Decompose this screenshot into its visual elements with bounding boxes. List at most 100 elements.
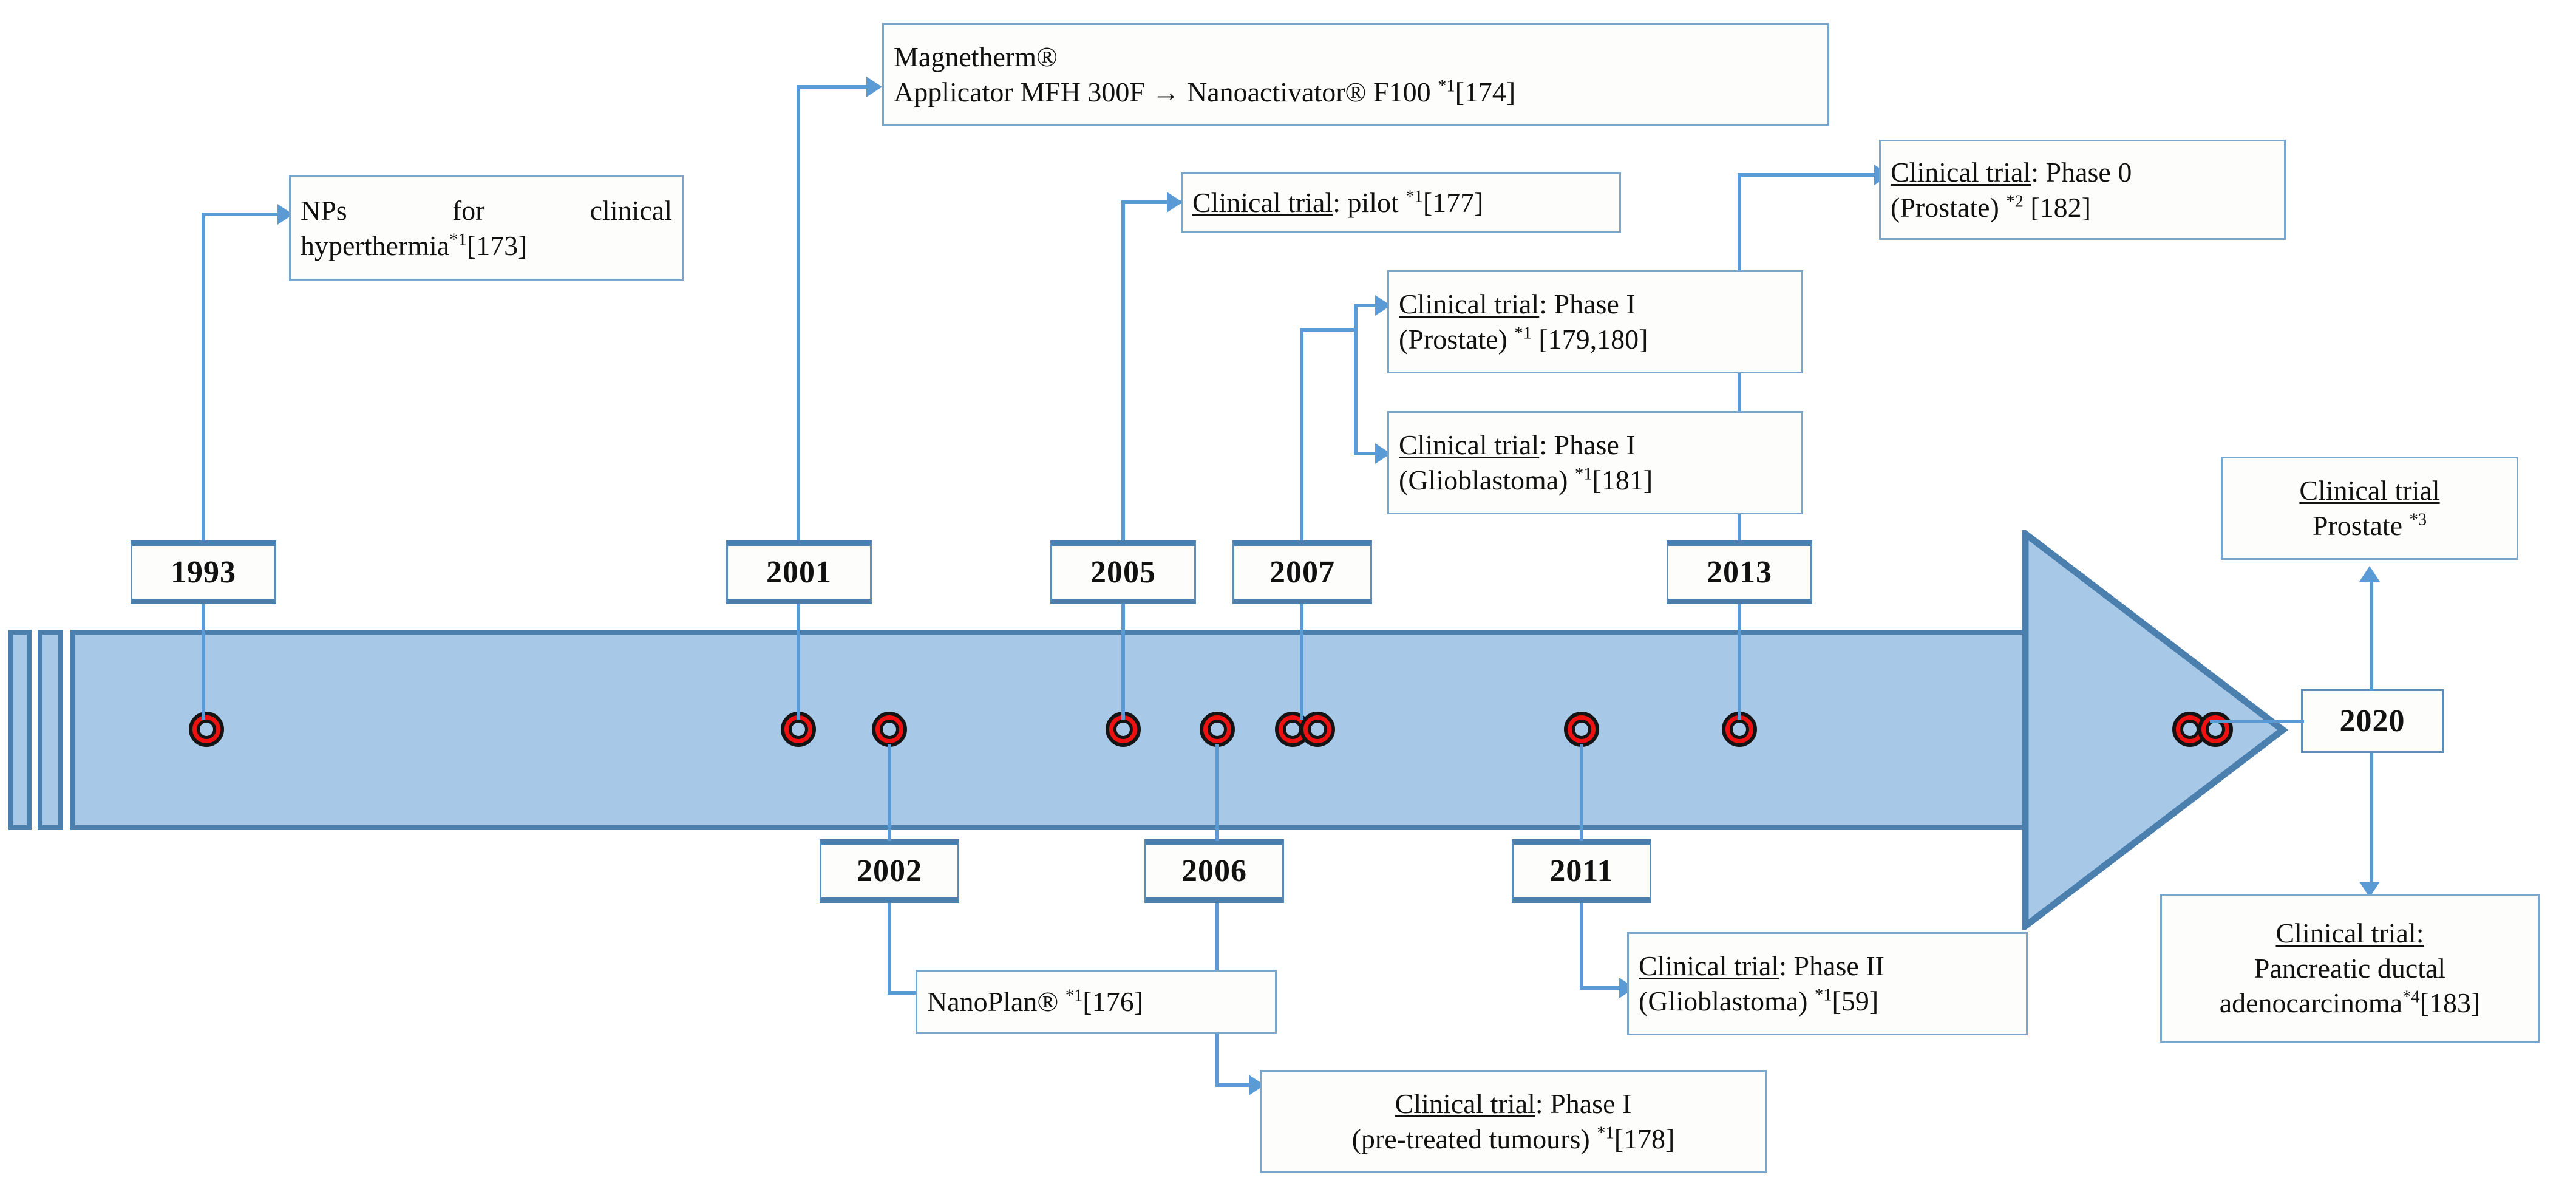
event-underlined-label: Clinical trial bbox=[1891, 156, 2031, 188]
event-line-2: Prostate *3 bbox=[2312, 510, 2427, 541]
event-line-1: Clinical trial: Phase I bbox=[1399, 288, 1636, 320]
event-footnote: *1 bbox=[1597, 1123, 1614, 1143]
connector-2011-arm bbox=[1580, 986, 1622, 990]
event-underlined-label: Clinical trial: bbox=[2275, 917, 2424, 948]
connector-2020-arrowhead-up bbox=[2359, 566, 2380, 582]
timeline-marker-2002 bbox=[872, 712, 907, 747]
connector-2001-arrowhead bbox=[866, 77, 882, 97]
event-line-1: Clinical trial: Phase I bbox=[1399, 429, 1636, 461]
event-underlined-label: Clinical trial bbox=[1192, 187, 1333, 219]
event-reference: [181] bbox=[1592, 465, 1653, 496]
event-underlined-label: Clinical trial bbox=[1395, 1088, 1535, 1120]
event-footnote: *4 bbox=[2402, 988, 2420, 1007]
timeline-break-mark-1 bbox=[8, 630, 32, 830]
connector-2001-riser bbox=[797, 85, 800, 540]
connector-2002-to-marker bbox=[888, 744, 891, 841]
connector-2005-arm bbox=[1121, 200, 1182, 204]
year-chip-2002[interactable]: 2002 bbox=[820, 839, 959, 903]
event-reference: [183] bbox=[2419, 987, 2481, 1019]
connector-2011-drop bbox=[1580, 903, 1583, 988]
connector-2006-arm bbox=[1215, 1083, 1252, 1087]
connector-2020-up bbox=[2370, 582, 2373, 691]
event-reference: [179,180] bbox=[1531, 324, 1648, 355]
event-box-clinical-trial-pilot[interactable]: Clinical trial: pilot *1[177] bbox=[1181, 172, 1621, 233]
event-line-2: (Glioblastoma) *1[181] bbox=[1399, 465, 1653, 496]
connector-2007-drop-glio bbox=[1354, 328, 1358, 455]
year-chip-2013[interactable]: 2013 bbox=[1667, 540, 1812, 604]
event-box-magnetherm[interactable]: Magnetherm® Applicator MFH 300F → Nanoac… bbox=[882, 23, 1829, 126]
event-underlined-label: Clinical trial bbox=[2299, 475, 2440, 506]
event-footnote: *1 bbox=[1815, 986, 1832, 1005]
connector-2007-riser-upper bbox=[1354, 304, 1358, 330]
event-footnote: *1 bbox=[1514, 324, 1532, 343]
event-reference: [176] bbox=[1082, 986, 1144, 1017]
event-line-2: Pancreatic ductal bbox=[2254, 952, 2446, 984]
event-line-1: NPs for clinical bbox=[301, 194, 672, 226]
event-footnote: *1 bbox=[449, 230, 467, 250]
event-footnote: *1 bbox=[1575, 465, 1592, 484]
year-label: 2011 bbox=[1549, 854, 1614, 888]
connector-2002-arm bbox=[888, 991, 924, 995]
year-chip-2001[interactable]: 2001 bbox=[726, 540, 872, 604]
event-line-2: (Glioblastoma) *1[59] bbox=[1639, 986, 1879, 1017]
event-box-clinical-trial-pancreatic-2020[interactable]: Clinical trial: Pancreatic ductal adenoc… bbox=[2160, 894, 2540, 1043]
year-label: 2006 bbox=[1181, 854, 1247, 888]
year-chip-2006[interactable]: 2006 bbox=[1144, 839, 1284, 903]
timeline-marker-2011 bbox=[1564, 712, 1599, 747]
event-underlined-label: Clinical trial bbox=[1639, 950, 1779, 982]
connector-2005-riser bbox=[1121, 200, 1125, 540]
event-underlined-label: Clinical trial bbox=[1399, 288, 1540, 320]
connector-2001-to-marker bbox=[797, 604, 800, 720]
event-line-1: Clinical trial: pilot *1[177] bbox=[1192, 187, 1484, 219]
connector-2005-arrowhead bbox=[1167, 192, 1183, 213]
event-line-2: (pre-treated tumours) *1[178] bbox=[1351, 1123, 1675, 1154]
event-line-2: Applicator MFH 300F → Nanoactivator® F10… bbox=[894, 77, 1516, 107]
year-chip-2011[interactable]: 2011 bbox=[1512, 839, 1651, 903]
event-reference: [178] bbox=[1614, 1123, 1675, 1154]
event-box-clinical-trial-phase1-prostate[interactable]: Clinical trial: Phase I (Prostate) *1 [1… bbox=[1387, 270, 1803, 373]
event-box-clinical-trial-phase0-prostate[interactable]: Clinical trial: Phase 0 (Prostate) *2 [1… bbox=[1879, 140, 2286, 240]
connector-2001-arm bbox=[797, 85, 869, 89]
connector-2006-to-marker bbox=[1215, 744, 1219, 841]
event-line-2: hyperthermia*1[173] bbox=[301, 230, 528, 261]
event-line-2: (Prostate) *2 [182] bbox=[1891, 191, 2091, 223]
year-chip-2020[interactable]: 2020 bbox=[2301, 689, 2444, 753]
event-line-1: Clinical trial: Phase II bbox=[1639, 950, 1884, 982]
event-box-clinical-trial-phase1-glioblastoma[interactable]: Clinical trial: Phase I (Glioblastoma) *… bbox=[1387, 411, 1803, 514]
event-line-1: Magnetherm® bbox=[894, 41, 1058, 73]
connector-1993-riser bbox=[202, 213, 205, 540]
event-line-3: adenocarcinoma*4[183] bbox=[2219, 987, 2481, 1019]
year-label: 2007 bbox=[1269, 555, 1335, 590]
year-label: 2005 bbox=[1090, 555, 1156, 590]
year-label: 2020 bbox=[2339, 704, 2405, 738]
connector-2007-arm-upper bbox=[1300, 328, 1358, 332]
event-line-1: Clinical trial: Phase 0 bbox=[1891, 156, 2132, 188]
year-label: 1993 bbox=[171, 555, 236, 590]
timeline-marker-1993 bbox=[189, 712, 224, 747]
timeline-break-mark-2 bbox=[38, 630, 63, 830]
event-box-clinical-trial-phase1-pretreated[interactable]: Clinical trial: Phase I (pre-treated tum… bbox=[1260, 1070, 1767, 1173]
connector-2007-riser bbox=[1300, 328, 1303, 540]
event-box-clinical-trial-prostate-2020[interactable]: Clinical trial Prostate *3 bbox=[2221, 457, 2518, 560]
event-line-2: (Prostate) *1 [179,180] bbox=[1399, 324, 1648, 355]
connector-2005-to-marker bbox=[1121, 604, 1125, 720]
event-line-1: Clinical trial: bbox=[2276, 916, 2424, 951]
connector-2020-stem bbox=[2210, 720, 2304, 723]
event-reference: [177] bbox=[1422, 187, 1484, 219]
year-label: 2013 bbox=[1707, 555, 1772, 590]
timeline-marker-2007-b bbox=[1300, 712, 1335, 747]
event-line-1: Clinical trial bbox=[2299, 473, 2439, 508]
event-box-nps-clinical-hyperthermia[interactable]: NPs for clinical hyperthermia*1[173] bbox=[289, 175, 684, 281]
event-reference: [182] bbox=[2023, 191, 2091, 223]
year-chip-1993[interactable]: 1993 bbox=[131, 540, 276, 604]
event-box-clinical-trial-phase2-glioblastoma[interactable]: Clinical trial: Phase II (Glioblastoma) … bbox=[1627, 932, 2028, 1035]
event-footnote: *1 bbox=[1405, 187, 1423, 206]
timeline-marker-2006 bbox=[1200, 712, 1235, 747]
year-chip-2005[interactable]: 2005 bbox=[1050, 540, 1196, 604]
event-box-nanoplan[interactable]: NanoPlan® *1[176] bbox=[916, 970, 1277, 1034]
connector-2002-drop bbox=[888, 903, 891, 993]
timeline-marker-2020-b bbox=[2198, 712, 2233, 747]
year-chip-2007[interactable]: 2007 bbox=[1232, 540, 1372, 604]
event-line-1: Clinical trial: Phase I bbox=[1395, 1088, 1632, 1120]
